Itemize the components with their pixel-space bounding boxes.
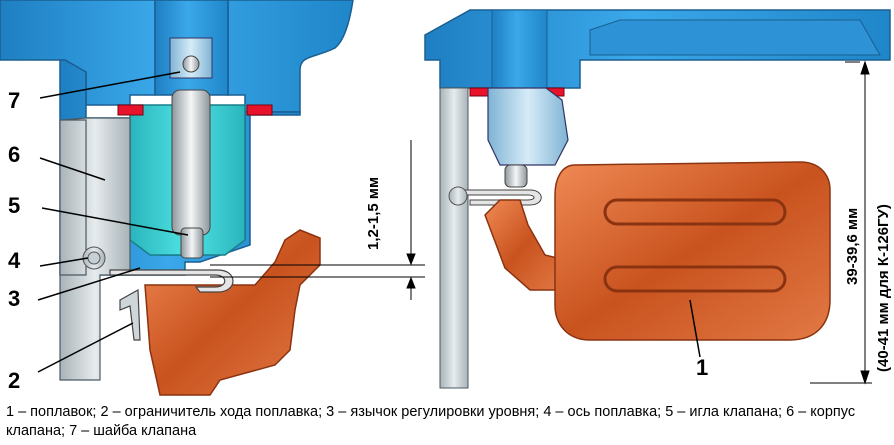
callout-3: 3 xyxy=(8,286,20,311)
float-right xyxy=(554,161,831,341)
needle-ball xyxy=(182,55,200,73)
float-left xyxy=(144,229,321,396)
valve-needle-body xyxy=(171,89,211,236)
float-rib-upper xyxy=(603,198,787,226)
callout-5: 5 xyxy=(8,193,20,218)
gap-label: 1,2-1,5 мм xyxy=(365,177,382,250)
valve-needle-right xyxy=(504,164,528,188)
callout-1: 1 xyxy=(696,355,708,380)
fuel-inlet xyxy=(491,9,548,91)
callout-6: 6 xyxy=(8,142,20,167)
float-axis-core xyxy=(87,251,101,265)
callout-2: 2 xyxy=(8,368,20,393)
washer-right-a xyxy=(469,87,489,97)
washer-left-a xyxy=(117,104,144,116)
right-view xyxy=(424,9,891,389)
float-axis-right xyxy=(448,186,468,206)
level-label-k126: (40-41 мм для К-126ГУ) xyxy=(875,204,892,372)
valve-needle-tip xyxy=(180,227,204,259)
float-chamber-wall xyxy=(439,87,469,389)
washer-left-b xyxy=(246,104,273,116)
level-dimension xyxy=(810,60,872,385)
cover-rib xyxy=(589,19,881,56)
callout-4: 4 xyxy=(8,248,21,273)
level-tongue xyxy=(109,269,234,293)
valve-nut-right xyxy=(487,87,569,166)
gap-dimension xyxy=(210,140,425,300)
travel-limiter xyxy=(119,289,141,341)
left-view xyxy=(0,0,354,396)
float-rib-lower xyxy=(603,265,787,293)
callout-7: 7 xyxy=(8,88,20,113)
figure-caption: 1 – поплавок; 2 – ограничитель хода попл… xyxy=(6,404,856,439)
carburetor-float-diagram: 1,2-1,5 мм 39-39,6 мм (40-41 мм для К-12… xyxy=(0,0,892,396)
level-label: 39-39,6 мм xyxy=(844,208,861,285)
carburetor-cover-left xyxy=(0,0,354,113)
float-arm-right xyxy=(484,199,566,291)
leader-lines xyxy=(37,71,701,373)
